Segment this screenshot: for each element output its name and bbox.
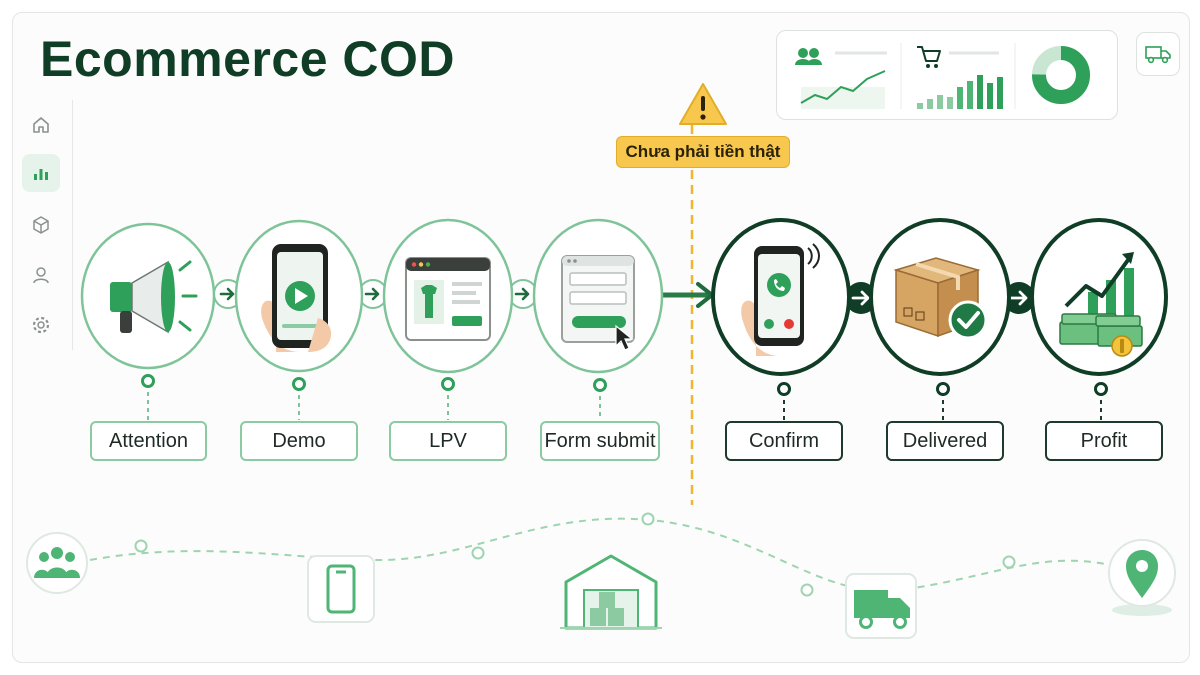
form-submit-icon [561, 255, 635, 351]
users-icon [795, 48, 822, 65]
user-icon [33, 267, 49, 284]
warning-badge: Chưa phải tiền thật [616, 136, 790, 168]
journey-path [89, 517, 1111, 592]
megaphone-icon [110, 260, 198, 334]
stage-label-profit: Profit [1045, 421, 1163, 461]
stage-label-form-submit: Form submit [540, 421, 660, 461]
journey-dots [134, 512, 1016, 597]
gear-icon [32, 316, 50, 334]
package-check-icon [893, 257, 988, 340]
dashboard-card [776, 30, 1118, 120]
sidebar-item-account[interactable] [22, 256, 60, 294]
users-trend-line [800, 70, 886, 109]
sidebar-item-home[interactable] [22, 106, 60, 144]
warehouse-icon [560, 554, 662, 630]
location-pin-icon [1108, 539, 1176, 616]
arrow-icon-5 [845, 282, 877, 314]
stage-label-attention: Attention [90, 421, 207, 461]
money-growth-icon [1059, 252, 1143, 357]
stage-pins [141, 374, 1108, 420]
smartphone-icon [307, 555, 375, 623]
stage-label-lpv: LPV [389, 421, 507, 461]
stage-circle-profit [1030, 218, 1168, 376]
cart-icon [917, 46, 941, 68]
phone-call-icon [741, 243, 820, 356]
box-icon [33, 216, 49, 234]
truck-icon [1145, 46, 1171, 64]
people-icon [26, 532, 88, 594]
truck-shortcut[interactable] [1136, 32, 1180, 76]
sidebar-item-products[interactable] [22, 206, 60, 244]
sidebar [20, 100, 73, 350]
landing-page-icon [405, 257, 491, 341]
sidebar-item-analytics[interactable] [22, 154, 60, 192]
bar-chart-icon [34, 169, 48, 180]
phone-video-icon [261, 244, 332, 352]
home-icon [33, 117, 49, 133]
sidebar-item-settings[interactable] [22, 306, 60, 344]
page-title: Ecommerce COD [40, 31, 455, 87]
stage-label-confirm: Confirm [725, 421, 843, 461]
arrow-icon-6 [1003, 282, 1035, 314]
stage-label-demo: Demo [240, 421, 358, 461]
donut-chart-icon [1032, 46, 1090, 104]
delivery-truck-icon [845, 573, 917, 639]
sales-bars [917, 75, 1003, 109]
stage-label-delivered: Delivered [886, 421, 1004, 461]
warning-icon [679, 83, 727, 125]
